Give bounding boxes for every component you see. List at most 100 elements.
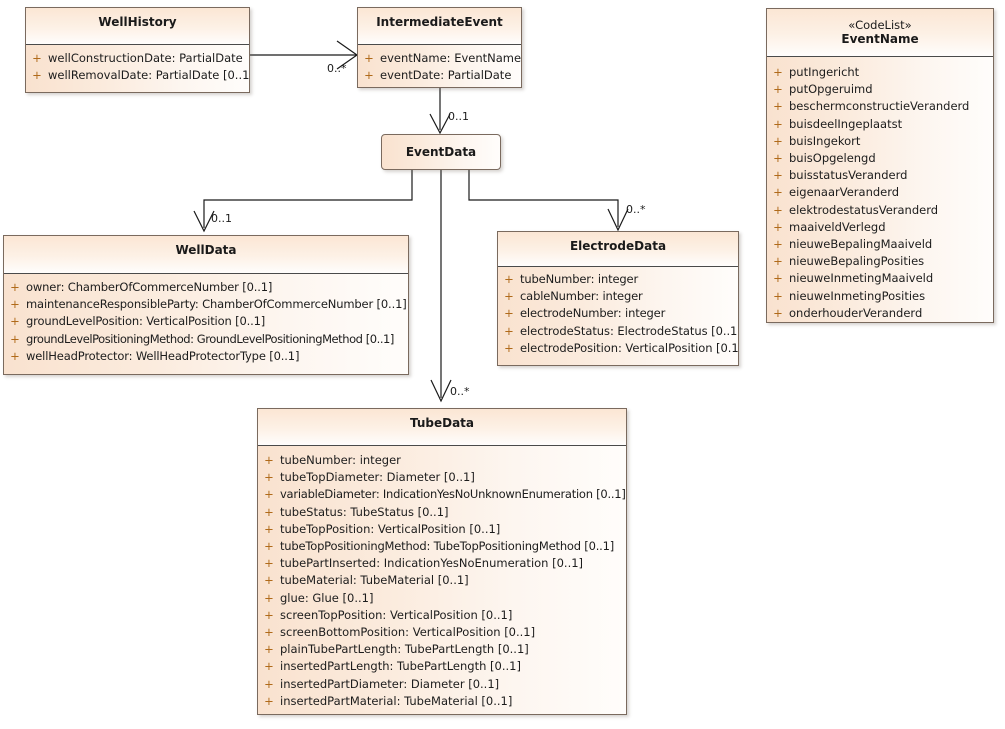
attribute-row: + nieuweBepalingPosities: [767, 253, 993, 270]
attribute-label: wellRemovalDate: PartialDate [0..1]: [48, 68, 249, 83]
attribute-label: glue: Glue [0..1]: [280, 590, 374, 605]
attribute-label: cableNumber: integer: [520, 289, 643, 304]
attribute-row: + nieuweBepalingMaaiveld: [767, 236, 993, 253]
multiplicity-eventdata-tubedata: 0..*: [450, 385, 470, 398]
class-box-wellhistory[interactable]: WellHistory + wellConstructionDate: Part…: [25, 7, 250, 93]
attribute-row: + tubeStatus: TubeStatus [0..1]: [258, 504, 626, 521]
class-box-eventdata[interactable]: EventData: [381, 134, 501, 170]
attribute-label: tubeMaterial: TubeMaterial [0..1]: [280, 573, 469, 588]
attribute-row: + putOpgeruimd: [767, 81, 993, 98]
attribute-label: nieuweBepalingMaaiveld: [789, 237, 933, 252]
attribute-label: groundLevelPositioningMethod: GroundLeve…: [26, 331, 394, 346]
attribute-label: screenBottomPosition: VerticalPosition […: [280, 625, 536, 640]
class-box-electrodedata[interactable]: ElectrodeData + tubeNumber: integer + ca…: [497, 231, 739, 366]
attribute-row: + buisIngekort: [767, 133, 993, 150]
attribute-label: onderhouderVeranderd: [789, 305, 923, 320]
attribute-label: electrodePosition: VerticalPosition [0.1…: [520, 340, 738, 355]
visibility-marker: +: [264, 487, 274, 502]
attribute-label: putIngericht: [789, 65, 860, 79]
class-attributes-tubedata: + tubeNumber: integer + tubeTopDiameter:…: [258, 446, 626, 716]
attribute-label: nieuweInmetingPosities: [789, 288, 926, 303]
visibility-marker: +: [773, 116, 783, 131]
attribute-label: tubePartInserted: IndicationYesNoEnumera…: [280, 556, 584, 571]
attribute-row: + tubeNumber: integer: [258, 452, 626, 469]
visibility-marker: +: [773, 151, 783, 166]
attribute-label: tubeNumber: integer: [280, 453, 401, 467]
attribute-label: insertedPartLength: TubePartLength [0..1…: [280, 659, 521, 674]
visibility-marker: +: [364, 51, 374, 65]
class-title-tubedata: TubeData: [409, 416, 475, 430]
visibility-marker: +: [10, 348, 20, 363]
attribute-row: + maaiveldVerlegd: [767, 219, 993, 236]
attribute-label: plainTubePartLength: TubePartLength [0..…: [280, 642, 529, 657]
visibility-marker: +: [364, 68, 374, 83]
visibility-marker: +: [773, 65, 783, 79]
class-attributes-wellhistory: + wellConstructionDate: PartialDate + we…: [26, 45, 249, 90]
line-eventdata-electrodedata: [468, 170, 619, 227]
attribute-label: maintenanceResponsibleParty: ChamberOfCo…: [26, 297, 407, 312]
visibility-marker: +: [773, 82, 783, 97]
visibility-marker: +: [264, 573, 274, 588]
attribute-label: owner: ChamberOfCommerceNumber [0..1]: [26, 280, 273, 294]
class-attributes-eventname-codelist: + putIngericht + putOpgeruimd + bescherm…: [767, 57, 993, 328]
visibility-marker: +: [773, 168, 783, 183]
attribute-row: + nieuweInmetingMaaiveld: [767, 270, 993, 287]
class-header-intermediateevent: IntermediateEvent: [358, 8, 521, 45]
visibility-marker: +: [264, 504, 274, 519]
attribute-row: + elektrodestatusVeranderd: [767, 202, 993, 219]
visibility-marker: +: [264, 539, 274, 554]
attribute-label: tubeNumber: integer: [520, 272, 639, 286]
arrow-eventdata-tubedata: [430, 379, 452, 403]
attribute-label: putOpgeruimd: [789, 82, 873, 97]
attribute-row: + insertedPartMaterial: TubeMaterial [0.…: [258, 693, 626, 710]
multiplicity-eventdata-electrodedata: 0..*: [626, 203, 646, 216]
visibility-marker: +: [10, 280, 20, 294]
class-box-tubedata[interactable]: TubeData + tubeNumber: integer + tubeTop…: [257, 408, 627, 715]
visibility-marker: +: [504, 323, 514, 338]
attribute-row: + owner: ChamberOfCommerceNumber [0..1]: [4, 279, 408, 296]
class-box-eventname-codelist[interactable]: «CodeList» EventName + putIngericht + pu…: [766, 8, 994, 323]
attribute-row: + insertedPartDiameter: Diameter [0..1]: [258, 676, 626, 693]
attribute-row: + electrodeStatus: ElectrodeStatus [0..1…: [498, 323, 738, 340]
attribute-label: eigenaarVeranderd: [789, 185, 900, 200]
attribute-row: + screenTopPosition: VerticalPosition [0…: [258, 607, 626, 624]
class-header-eventdata: EventData: [382, 135, 500, 160]
multiplicity-wellhistory-intermediateevent: 0..*: [327, 62, 347, 75]
class-title-eventname: EventName: [841, 32, 919, 46]
attribute-label: buisstatusVeranderd: [789, 168, 908, 183]
attribute-label: variableDiameter: IndicationYesNoUnknown…: [280, 487, 626, 502]
attribute-row: + plainTubePartLength: TubePartLength [0…: [258, 641, 626, 658]
attribute-row: + buisdeelIngeplaatst: [767, 116, 993, 133]
attribute-label: elektrodestatusVeranderd: [789, 202, 939, 217]
class-header-eventname-codelist: «CodeList» EventName: [767, 9, 993, 57]
attribute-row: + groundLevelPositioningMethod: GroundLe…: [4, 331, 408, 348]
class-box-intermediateevent[interactable]: IntermediateEvent + eventName: EventName…: [357, 7, 522, 88]
attribute-label: insertedPartDiameter: Diameter [0..1]: [280, 676, 500, 691]
class-title-welldata: WellData: [175, 243, 237, 257]
visibility-marker: +: [773, 288, 783, 303]
attribute-row: + wellRemovalDate: PartialDate [0..1]: [26, 67, 249, 84]
visibility-marker: +: [264, 659, 274, 674]
attribute-label: buisdeelIngeplaatst: [789, 116, 903, 131]
attribute-row: + onderhouderVeranderd: [767, 305, 993, 322]
class-header-welldata: WellData: [4, 236, 408, 274]
attribute-row: + eventName: EventName: [358, 50, 521, 67]
attribute-row: + variableDiameter: IndicationYesNoUnkno…: [258, 486, 626, 503]
class-box-welldata[interactable]: WellData + owner: ChamberOfCommerceNumbe…: [3, 235, 409, 375]
visibility-marker: +: [32, 68, 42, 83]
class-header-electrodedata: ElectrodeData: [498, 232, 738, 267]
attribute-label: wellConstructionDate: PartialDate: [48, 51, 243, 65]
arrow-intermediateevent-eventdata: [429, 113, 451, 135]
visibility-marker: +: [10, 314, 20, 329]
visibility-marker: +: [264, 642, 274, 657]
attribute-row: + electrodeNumber: integer: [498, 305, 738, 322]
visibility-marker: +: [264, 693, 274, 708]
visibility-marker: +: [264, 453, 274, 467]
attribute-label: eventDate: PartialDate: [380, 68, 512, 83]
class-title-wellhistory: WellHistory: [98, 15, 177, 29]
visibility-marker: +: [264, 625, 274, 640]
visibility-marker: +: [773, 133, 783, 148]
attribute-label: nieuweInmetingMaaiveld: [789, 271, 934, 286]
visibility-marker: +: [32, 51, 42, 65]
